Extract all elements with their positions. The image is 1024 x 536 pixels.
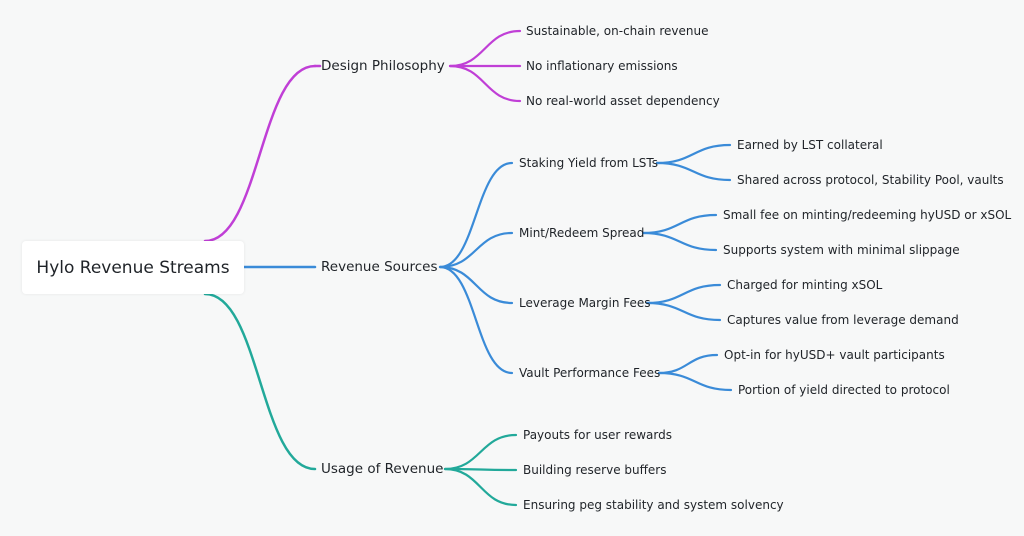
usage-item-3[interactable]: Ensuring peg stability and system solven… <box>523 498 784 512</box>
connector-source-3 <box>438 265 514 305</box>
connector-source-2-item-1 <box>641 213 718 235</box>
source-mint-redeem-spread[interactable]: Mint/Redeem Spread <box>519 226 645 240</box>
design-item-3[interactable]: No real-world asset dependency <box>526 94 720 108</box>
connector-design-item-3 <box>448 64 522 103</box>
connector-source-4-item-2 <box>657 371 733 392</box>
connector-root-design <box>203 64 317 243</box>
connector-source-1-item-1 <box>655 143 732 165</box>
connector-source-2 <box>438 231 514 269</box>
connector-source-3-item-2 <box>645 301 722 322</box>
root-node[interactable]: Hylo Revenue Streams <box>22 241 244 294</box>
mint-item-2[interactable]: Supports system with minimal slippage <box>723 243 960 257</box>
leverage-item-2[interactable]: Captures value from leverage demand <box>727 313 959 327</box>
connector-source-2-item-2 <box>641 231 718 252</box>
connector-root-usage <box>203 292 317 471</box>
connector-source-4 <box>438 265 514 375</box>
connector-source-1-item-2 <box>655 161 732 182</box>
staking-item-1[interactable]: Earned by LST collateral <box>737 138 883 152</box>
connector-usage-item-3 <box>443 467 518 507</box>
leverage-item-1[interactable]: Charged for minting xSOL <box>727 278 883 292</box>
connector-source-1 <box>438 161 514 269</box>
source-vault-performance-fees[interactable]: Vault Performance Fees <box>519 366 661 380</box>
branch-design-philosophy[interactable]: Design Philosophy <box>321 58 445 74</box>
root-node-label: Hylo Revenue Streams <box>36 257 230 278</box>
design-item-1[interactable]: Sustainable, on-chain revenue <box>526 24 709 38</box>
design-item-2[interactable]: No inflationary emissions <box>526 59 678 73</box>
source-leverage-margin-fees[interactable]: Leverage Margin Fees <box>519 296 651 310</box>
usage-item-1[interactable]: Payouts for user rewards <box>523 428 672 442</box>
vault-item-2[interactable]: Portion of yield directed to protocol <box>738 383 950 397</box>
connector-design-item-1 <box>448 29 522 68</box>
branch-revenue-sources[interactable]: Revenue Sources <box>321 259 438 275</box>
mint-item-1[interactable]: Small fee on minting/redeeming hyUSD or … <box>723 208 1012 222</box>
vault-item-1[interactable]: Opt-in for hyUSD+ vault participants <box>724 348 945 362</box>
branch-usage-of-revenue[interactable]: Usage of Revenue <box>321 461 444 477</box>
staking-item-2[interactable]: Shared across protocol, Stability Pool, … <box>737 173 1004 187</box>
connector-source-3-item-1 <box>645 283 722 305</box>
connector-usage-item-1 <box>443 433 518 471</box>
source-staking-yield[interactable]: Staking Yield from LSTs <box>519 156 659 170</box>
connector-source-4-item-1 <box>657 353 719 375</box>
usage-item-2[interactable]: Building reserve buffers <box>523 463 667 477</box>
